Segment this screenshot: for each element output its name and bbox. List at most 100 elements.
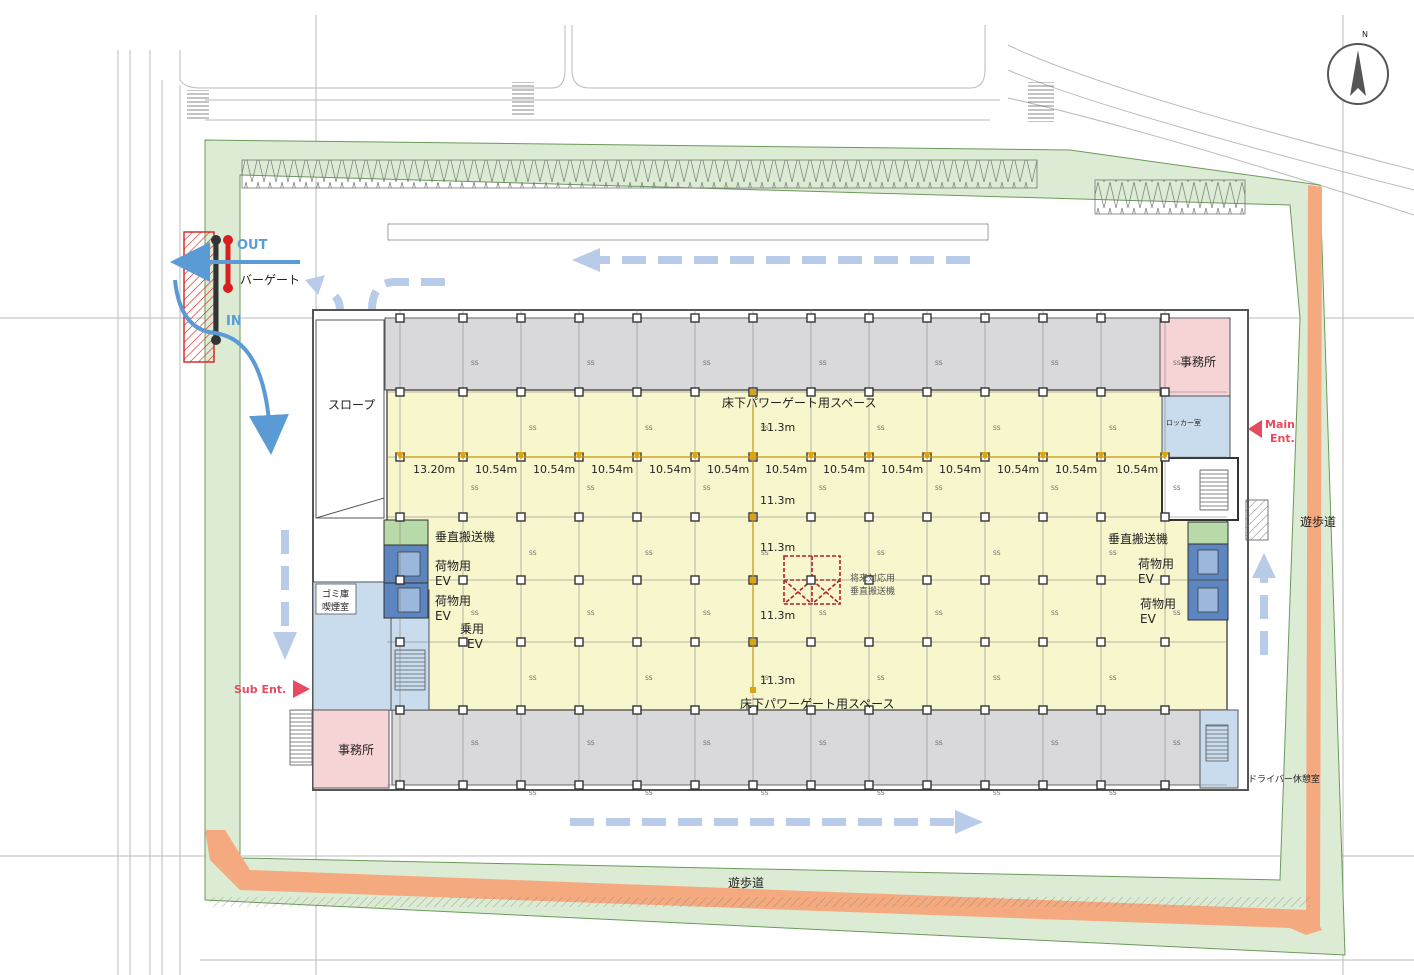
dim-tick-x-10 [981,452,989,460]
column-4-5 [632,637,642,647]
column-9-1 [922,387,932,397]
ss-label: SS [1109,425,1117,432]
walkway-south-label: 遊歩道 [728,875,764,890]
truck-berth-north [384,317,1161,391]
column-1-0 [458,313,468,323]
column-9-5 [922,637,932,647]
ss-label: SS [819,485,827,492]
column-13-4 [1160,575,1170,585]
ss-label: SS [645,675,653,682]
ss-label: SS [761,425,769,432]
column-2-0 [516,313,526,323]
dim-tick-x-5 [691,452,699,460]
dim-bay-11: 10.54m [1116,463,1158,476]
dim-tick-y-4 [750,639,756,645]
gate-out-post-top [223,235,233,245]
column-9-3 [922,512,932,522]
column-13-7 [1160,780,1170,790]
main-ent-label-2: Ent. [1270,432,1295,445]
context-lines [0,15,1414,975]
main-ent-label-1: Main [1265,418,1295,431]
column-4-0 [632,313,642,323]
column-4-3 [632,512,642,522]
dim-bay-1: 10.54m [533,463,575,476]
ss-label: SS [761,675,769,682]
ss-label: SS [761,550,769,557]
west-entry-stair [289,709,313,766]
ss-label: SS [587,360,595,367]
column-10-7 [980,780,990,790]
column-4-6 [632,705,642,715]
ss-label: SS [1173,740,1181,747]
sidewalk-south [205,830,1322,935]
column-8-3 [864,512,874,522]
column-10-0 [980,313,990,323]
freight-ev-e2a: 荷物用 [1140,597,1176,611]
north-strip [387,223,989,241]
ss-label: SS [471,485,479,492]
column-10-6 [980,705,990,715]
column-10-1 [980,387,990,397]
column-0-6 [395,705,405,715]
dim-tick-x-2 [517,452,525,460]
dim-bay-10: 10.54m [1055,463,1097,476]
dim-tick-x-9 [923,452,931,460]
vertical-conveyor-w-label: 垂直搬送機 [435,529,495,544]
column-12-3 [1096,512,1106,522]
column-12-4 [1096,575,1106,585]
column-0-1 [395,387,405,397]
ss-label: SS [993,675,1001,682]
column-5-5 [690,637,700,647]
column-11-3 [1038,512,1048,522]
east-core-upper [1161,395,1231,459]
column-4-4 [632,575,642,585]
column-5-0 [690,313,700,323]
main-ent-arrow [1248,420,1262,438]
smoking-label: 喫煙室 [322,601,349,613]
freight-ev-e1a: 荷物用 [1138,557,1174,571]
column-8-6 [864,705,874,715]
column-11-6 [1038,705,1048,715]
raised-floor-bottom-label: 床下パワーゲート用スペース [740,697,895,711]
ss-label: SS [587,485,595,492]
future-conveyor-label-1: 将来対応用 [850,572,895,584]
column-6-7 [748,780,758,790]
column-9-4 [922,575,932,585]
driver-rest-stair [1205,724,1229,762]
column-7-0 [806,313,816,323]
column-13-6 [1160,705,1170,715]
column-12-5 [1096,637,1106,647]
column-13-1 [1160,387,1170,397]
west-office [312,709,390,789]
column-5-4 [690,575,700,585]
dim-tick-x-7 [807,452,815,460]
gate-in-post-bottom [211,335,221,345]
future-conveyor-label-2: 垂直搬送機 [850,585,895,597]
column-9-7 [922,780,932,790]
ss-label: SS [993,790,1001,797]
gate-out-post-bottom [223,283,233,293]
ss-label: SS [1051,485,1059,492]
sidewalk-east [1306,185,1322,930]
freight-ev-e1b: EV [1138,572,1155,586]
freight-ev-w2a: 荷物用 [435,594,471,608]
column-7-3 [806,512,816,522]
dim-span-1: 11.3m [760,494,795,507]
ss-label: SS [1051,360,1059,367]
dim-tick-x-11 [1039,452,1047,460]
ss-label: SS [935,610,943,617]
dim-span-2: 11.3m [760,541,795,554]
sub-ent-label: Sub Ent. [234,683,286,696]
dim-bay-5: 10.54m [765,463,807,476]
column-11-0 [1038,313,1048,323]
column-5-7 [690,780,700,790]
dim-span-0: 11.3m [760,421,795,434]
dimension-ticks [396,389,1169,693]
north-compass: N [1327,30,1389,105]
column-4-1 [632,387,642,397]
column-8-5 [864,637,874,647]
column-5-6 [690,705,700,715]
column-1-6 [458,705,468,715]
column-5-1 [690,387,700,397]
